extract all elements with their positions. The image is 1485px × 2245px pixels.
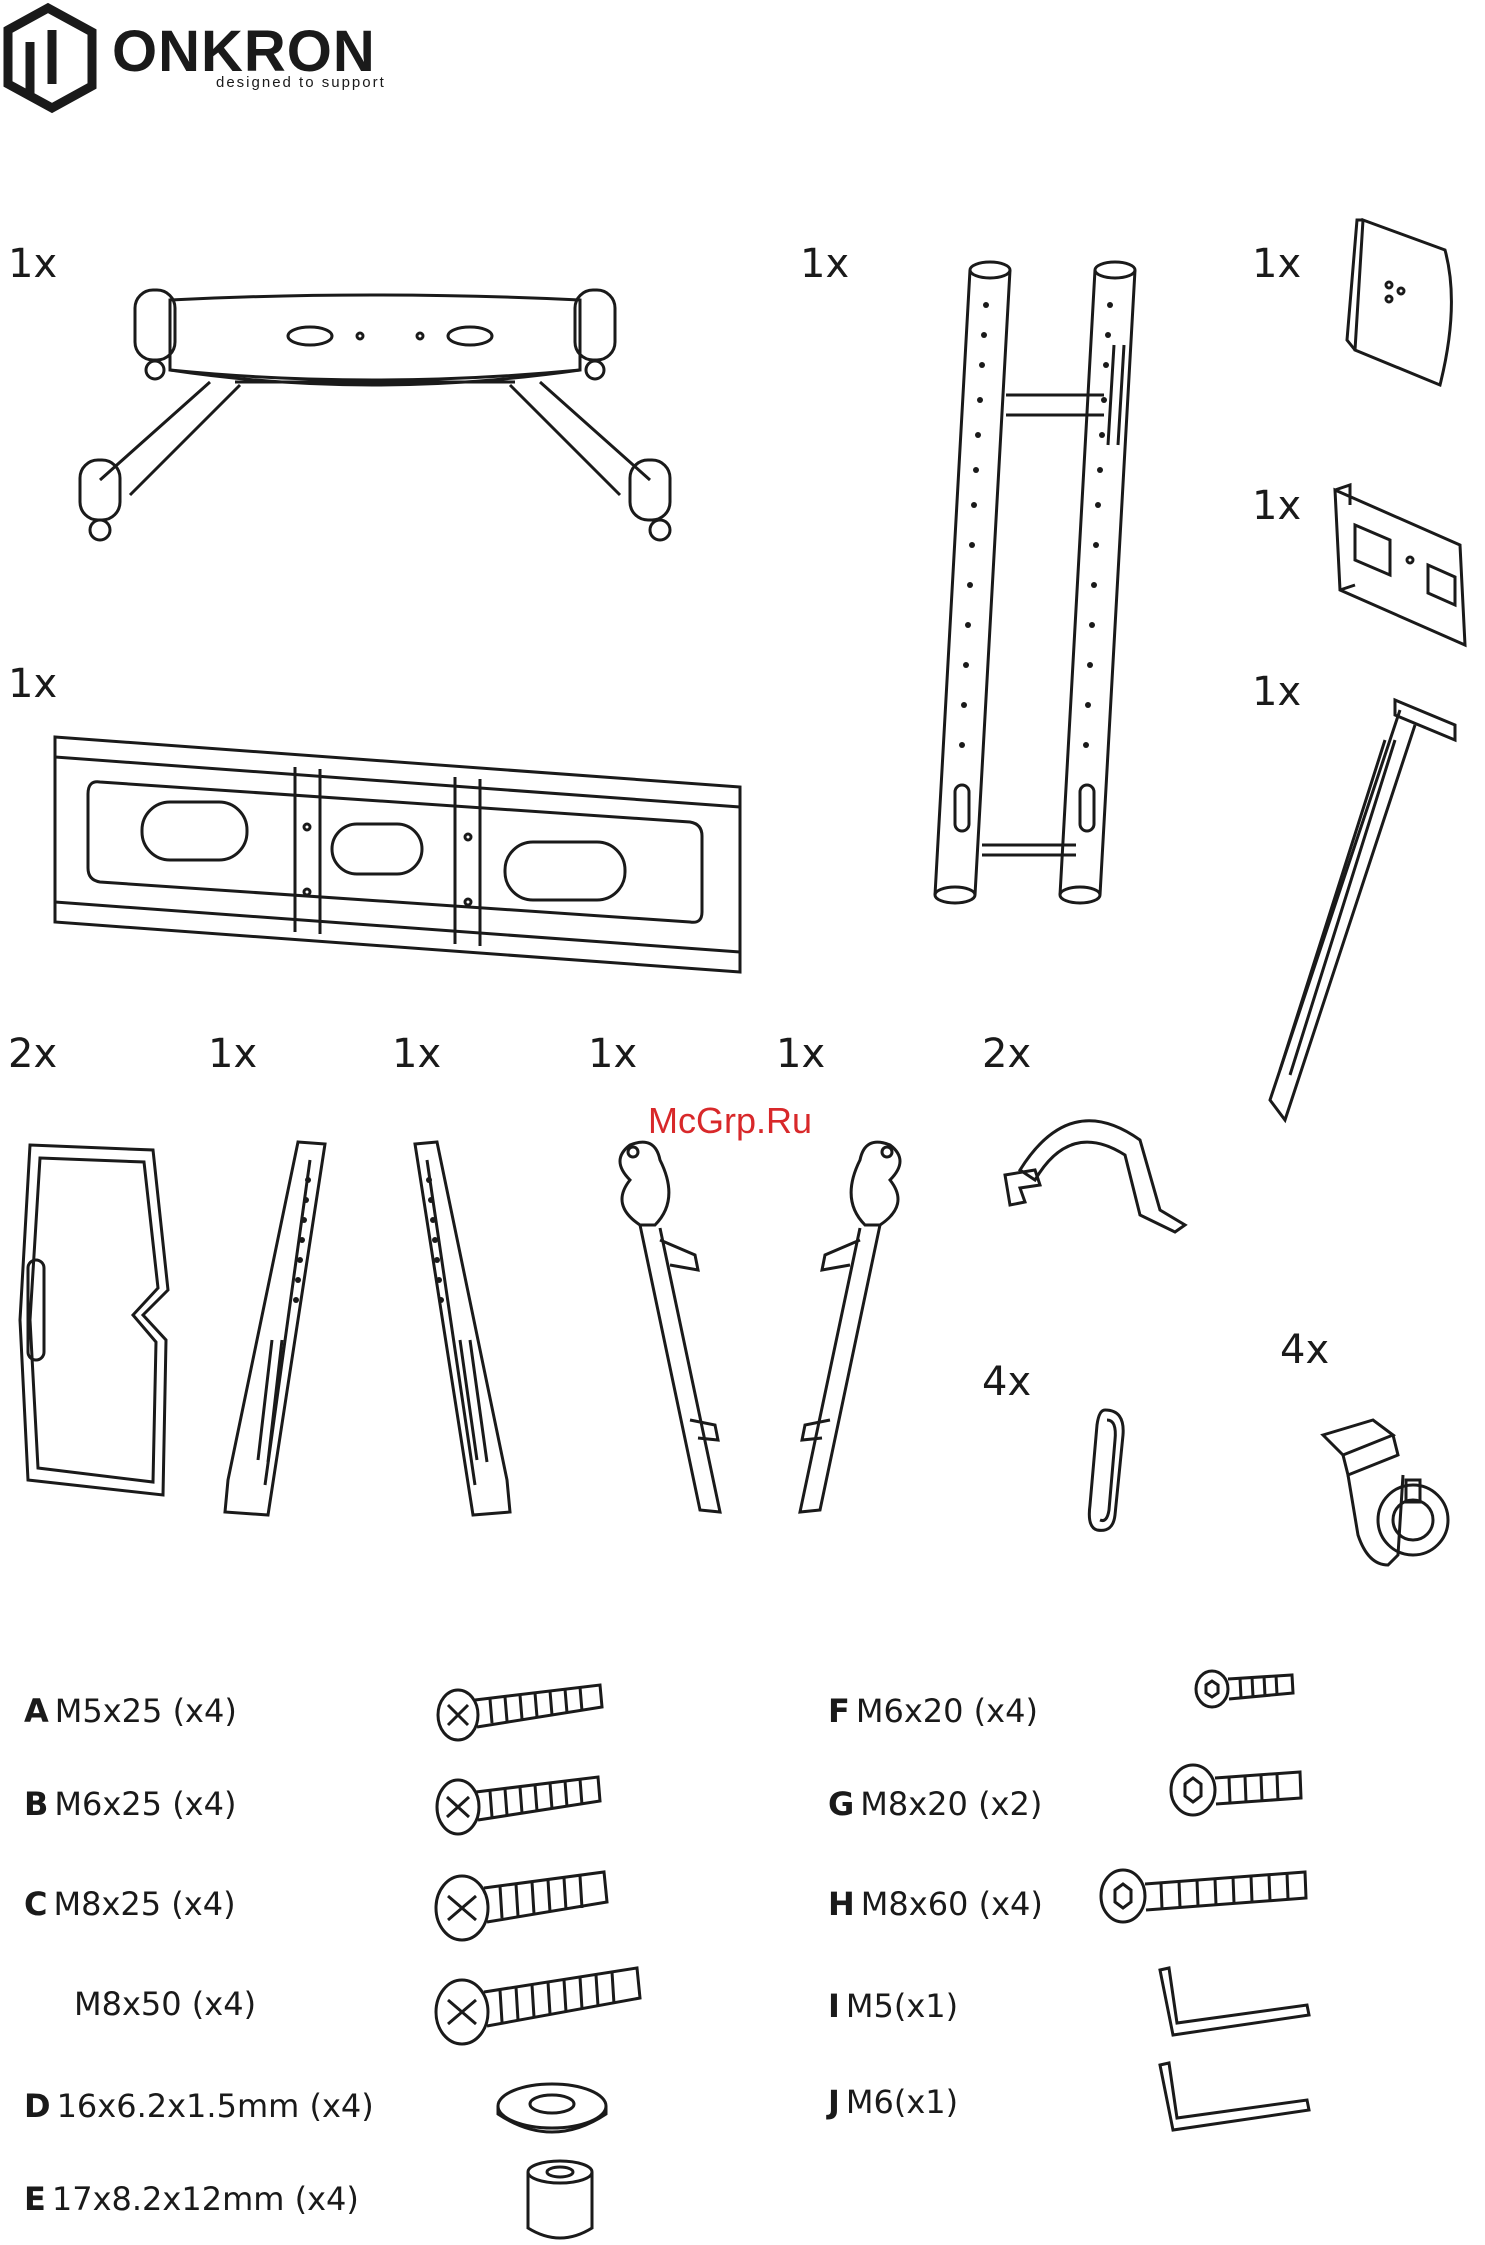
hardware-item-c2: M8x50 (x4) (74, 1988, 256, 2020)
hardware-code: B (24, 1785, 48, 1823)
top-plate-drawing (1345, 215, 1460, 390)
hardware-code: D (24, 2087, 51, 2125)
hardware-spec: M8x20 (x2) (860, 1785, 1042, 1823)
hardware-code: H (828, 1885, 855, 1923)
strap-drawing (990, 1110, 1190, 1235)
qty-arm-right: 1x (392, 1034, 441, 1074)
qty-clamp-left: 1x (588, 1034, 637, 1074)
hardware-spec: M6x20 (x4) (856, 1692, 1038, 1730)
qty-cap: 4x (982, 1362, 1031, 1402)
side-arm-drawing (1255, 680, 1465, 1125)
hex-key-j-icon (1155, 2060, 1315, 2135)
hardware-code: E (24, 2180, 46, 2218)
qty-plate-top: 1x (1252, 244, 1301, 284)
base-frame-drawing (60, 270, 680, 560)
hardware-spec: M8x60 (x4) (861, 1885, 1043, 1923)
hardware-code: C (24, 1885, 47, 1923)
screw-h-icon (1095, 1862, 1310, 1927)
watermark-text: McGrp.Ru (648, 1100, 812, 1142)
hardware-spec: 17x8.2x12mm (x4) (52, 2180, 359, 2218)
hardware-code: G (828, 1785, 854, 1823)
hardware-spec: M8x25 (x4) (53, 1885, 235, 1923)
crossbar-drawing (50, 732, 745, 972)
screw-c-icon (432, 1860, 612, 1945)
qty-strap: 2x (982, 1034, 1031, 1074)
qty-cover: 2x (8, 1034, 57, 1074)
qty-caster: 4x (1280, 1330, 1329, 1370)
qty-arm-left: 1x (208, 1034, 257, 1074)
hardware-code: A (24, 1692, 49, 1730)
clamp-left-drawing (600, 1140, 730, 1520)
hardware-code: I (828, 1987, 840, 2025)
hardware-spec: M8x50 (x4) (74, 1985, 256, 2023)
hardware-spec: M5x25 (x4) (55, 1692, 237, 1730)
clamp-right-drawing (790, 1140, 920, 1520)
qty-columns: 1x (800, 244, 849, 284)
qty-clamp-right: 1x (776, 1034, 825, 1074)
qty-bracket: 1x (1252, 486, 1301, 526)
screw-b-icon (430, 1765, 610, 1840)
bracket-drawing (1330, 485, 1470, 655)
hardware-spec: 16x6.2x1.5mm (x4) (57, 2087, 374, 2125)
onkron-logo-icon (0, 0, 100, 110)
screw-a-icon (430, 1675, 610, 1745)
spacer-e-icon (525, 2158, 595, 2244)
hardware-spec: M6(x1) (846, 2083, 958, 2121)
hardware-code: J (828, 2083, 840, 2121)
qty-base: 1x (8, 244, 57, 284)
caster-drawing (1318, 1415, 1458, 1575)
arm-right-drawing (405, 1140, 515, 1520)
hardware-spec: M6x25 (x4) (54, 1785, 236, 1823)
columns-drawing (920, 255, 1160, 920)
arm-left-drawing (220, 1140, 330, 1520)
hex-key-i-icon (1155, 1965, 1315, 2040)
washer-d-icon (494, 2080, 610, 2138)
brand-tagline: designed to support (216, 74, 386, 91)
screw-g-icon (1165, 1760, 1305, 1820)
cap-drawing (1085, 1405, 1135, 1535)
screw-f-icon (1192, 1665, 1297, 1710)
cover-drawing (18, 1140, 183, 1500)
hardware-spec: M5(x1) (846, 1987, 958, 2025)
hardware-code: F (828, 1692, 850, 1730)
qty-crossbar: 1x (8, 664, 57, 704)
screw-c2-icon (432, 1960, 647, 2050)
